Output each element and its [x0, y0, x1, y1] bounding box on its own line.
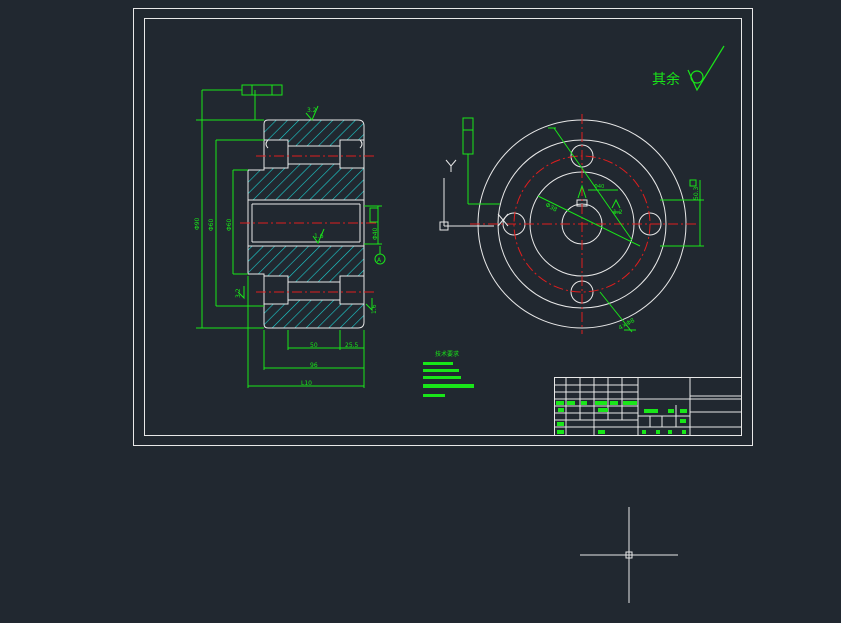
roughness-top: 3.2: [307, 107, 317, 114]
dim-length-2: 96: [310, 362, 318, 369]
dim-keyway-tolerance: Φ40: [594, 184, 604, 190]
section-centerlines: [240, 155, 378, 293]
title-block: [554, 377, 742, 436]
surface-note-text: 其余: [652, 71, 680, 88]
inner-border: [144, 18, 742, 436]
datum-a: A: [377, 257, 382, 264]
technical-requirements: 技术要求: [423, 350, 474, 397]
roughness-left: 3.2: [235, 288, 242, 298]
outer-border: [133, 8, 753, 446]
dim-length-4: 25.5: [345, 342, 359, 349]
end-view-dimensions: [462, 117, 704, 333]
dim-keyway-depth: 50.3: [693, 186, 700, 200]
crosshair-cursor-icon: [580, 507, 678, 603]
dim-pitch-circle: Φ38: [544, 202, 558, 214]
ucs-icon: [439, 159, 509, 231]
surface-finish-note: 其余: [652, 45, 725, 92]
dim-outer-diameter: Φ90: [194, 217, 201, 230]
tech-req-title: 技术要求: [435, 350, 459, 358]
roughness-mid: 1.6: [314, 233, 324, 240]
sheet-border: [133, 8, 753, 446]
dim-bore-tolerance: Φ40: [372, 227, 379, 240]
section-dimension-labels: Φ90 Φ60 Φ60 3.2 1.6 3.2 1.6 Φ40 50 25.5 …: [194, 107, 382, 387]
dim-total-length: L10: [301, 380, 312, 387]
dim-bore-diameter: Φ60: [226, 218, 233, 231]
roughness-right: 1.6: [371, 304, 378, 314]
section-dimensions: [196, 84, 386, 388]
section-outline: [247, 139, 365, 304]
tech-req-lines: [423, 362, 474, 397]
roughness-symbol-icon: [687, 45, 725, 92]
dim-length-3: 50: [310, 342, 318, 349]
dim-mid-diameter: Φ60: [208, 218, 215, 231]
end-view-centerlines: [470, 114, 696, 334]
section-view[interactable]: Φ90 Φ60 Φ60 3.2 1.6 3.2 1.6 Φ40 50 25.5 …: [194, 84, 386, 388]
section-hatch: [247, 119, 365, 329]
dim-hole: 1.2: [613, 209, 623, 216]
